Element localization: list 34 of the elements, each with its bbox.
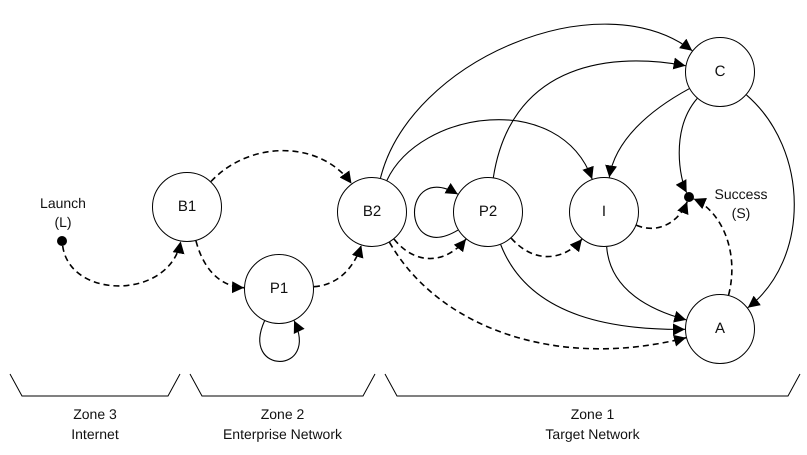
zone-label: Internet: [71, 425, 119, 444]
arrow: [500, 244, 685, 336]
node-label: A: [714, 318, 725, 339]
node-label: C: [714, 62, 726, 82]
zone-label: Zone 2: [260, 405, 304, 424]
arrow: [693, 198, 733, 296]
arrow: [260, 320, 304, 362]
node-label: I: [602, 202, 606, 222]
zone-label: Target Network: [545, 425, 640, 444]
arrow: [746, 94, 795, 308]
arrow: [414, 184, 458, 238]
zone-label: Enterprise Network: [222, 425, 342, 444]
arrow: [380, 24, 692, 178]
node-label: B1: [178, 196, 196, 217]
arrow: [676, 98, 698, 193]
arrow: [195, 240, 244, 293]
arrow: [606, 246, 686, 322]
arrow: [386, 119, 593, 181]
zone-label: Zone 1: [570, 405, 614, 424]
arrow: [388, 242, 686, 350]
arrow: [606, 88, 690, 178]
node-label: P2: [478, 202, 498, 222]
node-caption: Launch (L): [39, 194, 87, 232]
arrow: [62, 241, 183, 287]
arrow: [210, 150, 352, 184]
zone-label: Zone 3: [73, 405, 117, 424]
node-caption: Success (S): [714, 185, 768, 223]
arrow: [393, 238, 467, 260]
arrow: [510, 238, 583, 258]
arrow: [492, 58, 686, 178]
arrow: [636, 201, 688, 230]
node-label: P1: [270, 278, 288, 299]
node-label: B2: [362, 202, 382, 222]
arrow: [314, 245, 363, 288]
